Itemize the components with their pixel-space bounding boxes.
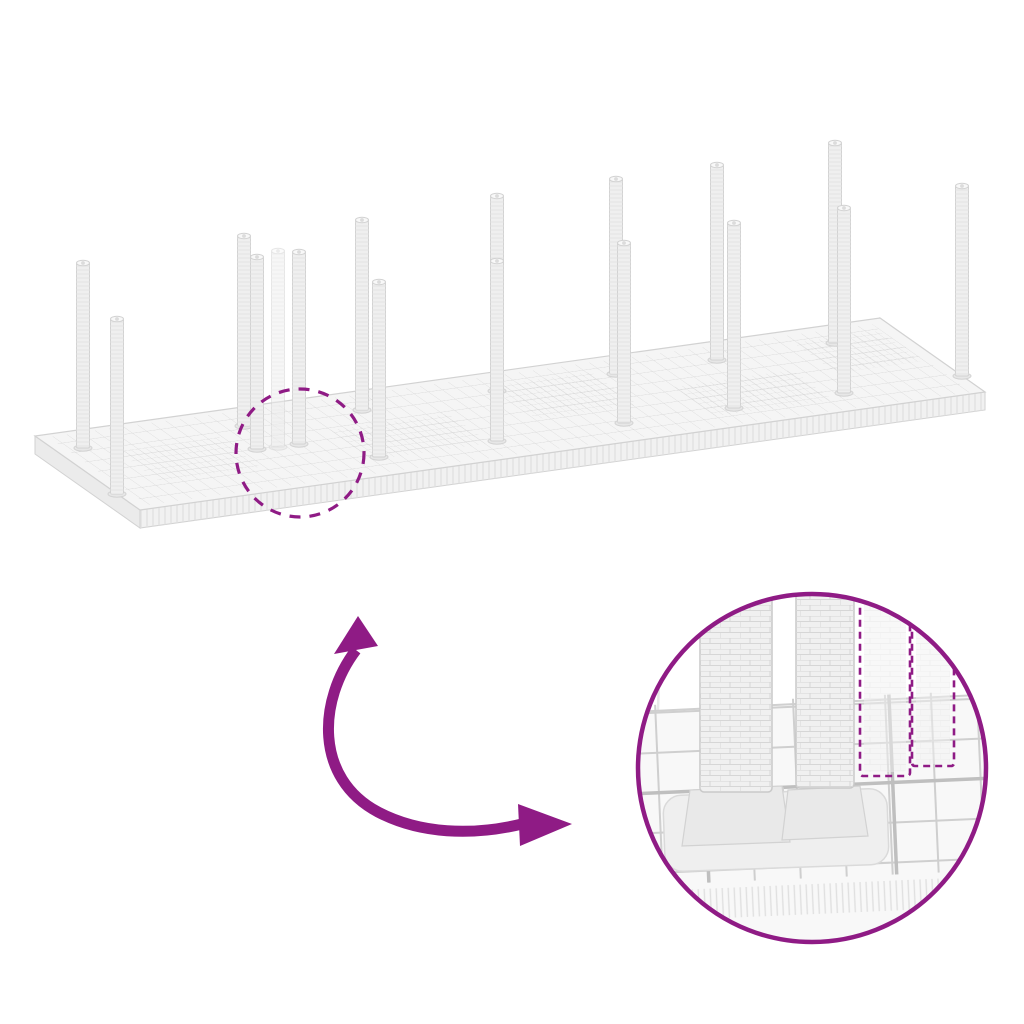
dense-grid-patch	[674, 370, 834, 416]
inset-pin-solid	[699, 594, 773, 793]
rack-pin	[487, 257, 507, 445]
inset-pin-flare	[681, 785, 791, 847]
grid-line	[609, 707, 617, 887]
inset-pin-ghost	[864, 594, 906, 772]
rack-pins	[73, 139, 972, 498]
rack-pin	[369, 278, 389, 461]
dense-grid-patch	[490, 372, 639, 419]
storage-rack	[33, 139, 987, 529]
rack-pin	[352, 216, 372, 414]
zoom-arrow-curve	[322, 646, 524, 837]
detail-highlight-circle	[234, 387, 366, 519]
rack-pin	[268, 247, 288, 451]
rack-pin	[707, 161, 727, 364]
rack-pin	[724, 219, 744, 412]
rack-pin	[614, 239, 634, 427]
dense-grid-patch	[330, 414, 491, 460]
rack-pin	[234, 232, 254, 430]
zoom-arrow-icon	[322, 616, 572, 846]
zoom-arrow-head-bottom	[518, 804, 572, 846]
rack-pin	[247, 253, 267, 453]
rack-front-face-ribs	[140, 392, 985, 528]
dense-grid-patch	[794, 331, 921, 373]
inset-border-circle	[635, 591, 989, 945]
optional-pin-outline	[858, 596, 912, 778]
rack-pin	[107, 315, 127, 498]
rack-pin	[73, 259, 93, 452]
rack-pin	[289, 248, 309, 448]
inset-pin-solid	[795, 594, 855, 789]
rack-pin	[834, 204, 854, 397]
zoom-inset	[609, 591, 989, 945]
zoom-arrow-head-top	[334, 616, 378, 654]
inset-pin-flare	[781, 785, 869, 841]
dense-grid-patch	[117, 437, 261, 481]
rack-pin	[952, 182, 972, 380]
inset-pin-ghost	[916, 594, 950, 764]
